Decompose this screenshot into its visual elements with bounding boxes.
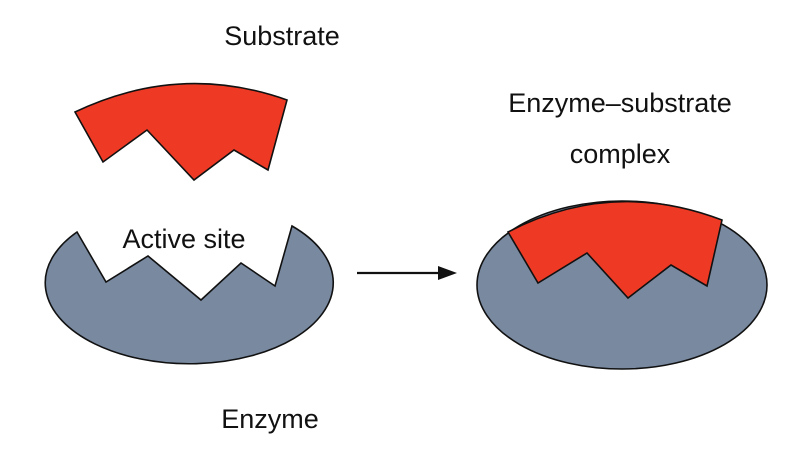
active-site-label: Active site — [122, 224, 245, 254]
substrate-label: Substrate — [224, 21, 340, 51]
complex-label-line1: Enzyme–substrate — [508, 88, 732, 118]
enzyme-group: Active site Enzyme — [44, 224, 335, 434]
complex-group: Enzyme–substrate complex — [476, 88, 768, 370]
complex-label-line2: complex — [570, 139, 671, 169]
enzyme-shape — [44, 224, 335, 365]
enzyme-label: Enzyme — [221, 404, 319, 434]
substrate-shape — [73, 82, 288, 182]
arrow-head-icon — [438, 266, 457, 280]
complex-substrate-shape — [506, 200, 723, 300]
reaction-arrow — [357, 266, 457, 280]
substrate-group: Substrate — [73, 21, 340, 182]
